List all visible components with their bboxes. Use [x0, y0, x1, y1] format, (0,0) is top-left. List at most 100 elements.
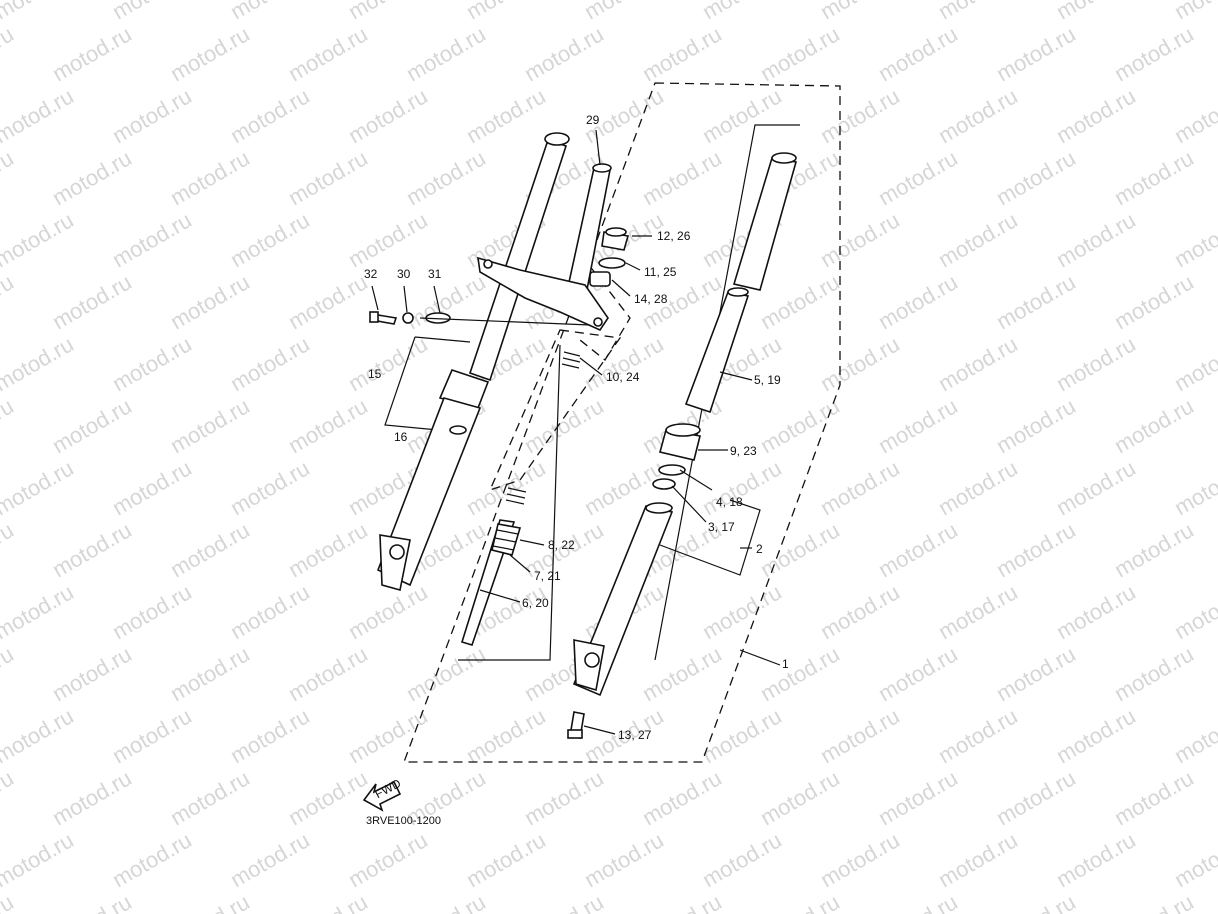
callout-3-17: 3, 17 [708, 520, 735, 534]
callout-11-25: 11, 25 [644, 265, 677, 279]
watermark-text: motod.ru [992, 269, 1080, 334]
watermark-text: motod.ru [1110, 21, 1198, 86]
watermark-text: motod.ru [284, 889, 372, 914]
watermark-text: motod.ru [284, 393, 372, 458]
callout-15: 15 [368, 367, 382, 381]
watermark-text: motod.ru [0, 579, 78, 644]
watermark-text: motod.ru [284, 517, 372, 582]
watermark-text: motod.ru [1170, 703, 1218, 768]
watermark-text: motod.ru [816, 827, 904, 892]
watermark-text: motod.ru [934, 703, 1022, 768]
watermark-text: motod.ru [0, 0, 78, 24]
watermark-text: motod.ru [344, 207, 432, 272]
watermark-text: motod.ru [0, 889, 18, 914]
cap-bolt-12 [601, 227, 630, 251]
watermark-text: motod.ru [756, 517, 844, 582]
lower-bracket [477, 256, 609, 332]
watermark-text: motod.ru [0, 827, 78, 892]
callout-13-27: 13, 27 [618, 728, 652, 742]
watermark-text: motod.ru [874, 269, 962, 334]
watermark-text: motod.ru [756, 21, 844, 86]
watermark-text: motod.ru [0, 83, 78, 148]
watermark-text: motod.ru [638, 765, 726, 830]
watermark-text: motod.ru [344, 0, 432, 24]
watermark-text: motod.ru [992, 145, 1080, 210]
watermark-text: motod.ru [1110, 145, 1198, 210]
leader-lines [371, 129, 781, 735]
watermark-text: motod.ru [166, 765, 254, 830]
watermark-text: motod.ru [284, 21, 372, 86]
callout-2: 2 [756, 542, 763, 556]
watermark-text: motod.ru [874, 21, 962, 86]
callout-4-18: 4, 18 [716, 495, 743, 509]
watermark-text: motod.ru [1110, 517, 1198, 582]
clip-4 [658, 464, 686, 476]
watermark-text: motod.ru [816, 331, 904, 396]
watermark-text: motod.ru [1052, 579, 1140, 644]
watermark-text: motod.ru [1170, 455, 1218, 520]
watermark-text: motod.ru [166, 517, 254, 582]
watermark-text: motod.ru [698, 0, 786, 24]
watermark-text: motod.ru [698, 827, 786, 892]
outer-tube-2 [572, 502, 674, 697]
callout-10-24: 10, 24 [606, 370, 640, 384]
watermark-text: motod.ru [0, 455, 78, 520]
watermark-text: motod.ru [756, 889, 844, 914]
watermark-text: motod.ru [992, 765, 1080, 830]
callout-30: 31 [428, 267, 442, 281]
watermark-text: motod.ru [166, 393, 254, 458]
callout-7-21: 7, 21 [534, 569, 561, 583]
watermark-text: motod.ru [344, 331, 432, 396]
watermark-text: motod.ru [992, 889, 1080, 914]
watermark-text: motod.ru [934, 455, 1022, 520]
o-ring-11 [598, 257, 626, 269]
watermark-text: motod.ru [462, 827, 550, 892]
callout-1: 1 [782, 657, 789, 671]
watermark-text: motod.ru [934, 331, 1022, 396]
watermark-text: motod.ru [0, 517, 18, 582]
callout-12-26: 12, 26 [657, 229, 691, 243]
watermark-text: motod.ru [874, 145, 962, 210]
watermark-text: motod.ru [0, 641, 18, 706]
watermark-text: motod.ru [462, 703, 550, 768]
watermark-text: motod.ru [1052, 331, 1140, 396]
watermark-text: motod.ru [0, 331, 78, 396]
inner-tube-top [732, 152, 798, 291]
dust-seal-9 [659, 423, 701, 461]
watermark-text: motod.ru [108, 331, 196, 396]
watermark-text: motod.ru [0, 21, 18, 86]
watermark-text: motod.ru [874, 641, 962, 706]
watermark-text: motod.ru [0, 765, 18, 830]
watermark-text: motod.ru [520, 21, 608, 86]
watermark-text: motod.ru [1110, 269, 1198, 334]
watermark-text: motod.ru [0, 703, 78, 768]
watermark-text: motod.ru [638, 641, 726, 706]
watermark-text: motod.ru [166, 641, 254, 706]
watermark-text: motod.ru [1170, 207, 1218, 272]
watermark-text: motod.ru [48, 517, 136, 582]
watermark-text: motod.ru [638, 889, 726, 914]
watermark-text: motod.ru [1110, 889, 1198, 914]
watermark-text: motod.ru [816, 83, 904, 148]
watermark-text: motod.ru [166, 889, 254, 914]
watermark-text: motod.ru [992, 517, 1080, 582]
fwd-arrow-icon: FWD [362, 776, 403, 812]
callout-14-28: 14, 28 [634, 292, 668, 306]
callout-29: 29 [586, 113, 600, 127]
callout-6-20: 6, 20 [522, 596, 549, 610]
watermark-text: motod.ru [344, 827, 432, 892]
watermark-text: motod.ru [226, 579, 314, 644]
bracket-15-16-top [414, 336, 471, 343]
watermark-text: motod.ru [816, 207, 904, 272]
watermark-text: motod.ru [108, 455, 196, 520]
watermark-text: motod.ru [166, 21, 254, 86]
watermark-text: motod.ru [1052, 207, 1140, 272]
watermark-text: motod.ru [520, 889, 608, 914]
watermark-text: motod.ru [226, 827, 314, 892]
watermark-text: motod.ru [226, 0, 314, 24]
watermark-text: motod.ru [402, 641, 490, 706]
watermark-text: motod.ru [756, 641, 844, 706]
watermark-text: motod.ru [48, 21, 136, 86]
watermark-text: motod.ru [816, 703, 904, 768]
